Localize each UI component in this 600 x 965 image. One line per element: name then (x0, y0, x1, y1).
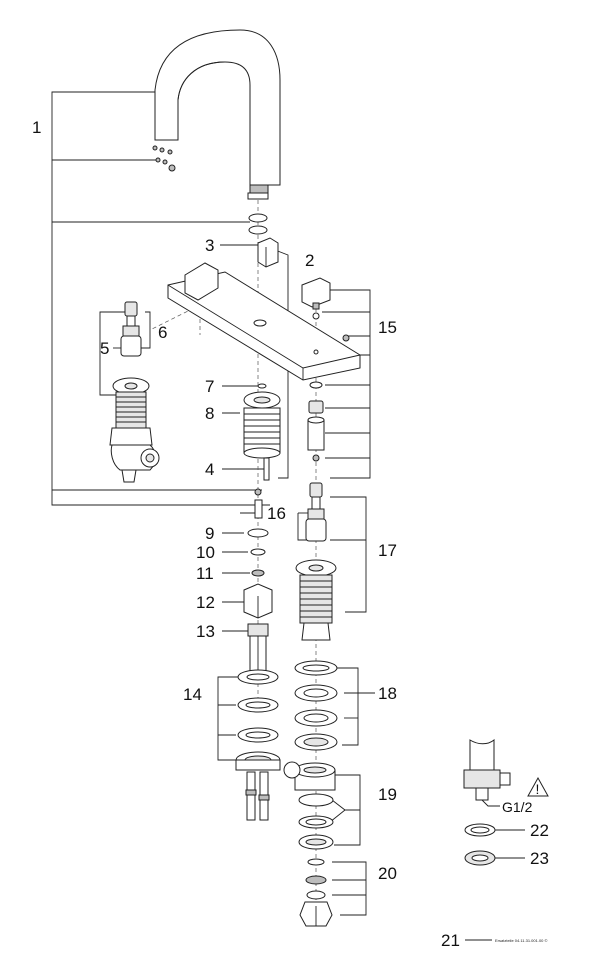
right-lever (301, 277, 350, 342)
callout-3: 3 (205, 236, 214, 255)
callout-8: 8 (205, 404, 214, 423)
footer-code: Ersatzteile 04.11.31.001.00 © (495, 938, 548, 943)
callout-12: 12 (196, 593, 215, 612)
callout-21: 21 (441, 931, 460, 950)
callout-14: 14 (183, 685, 202, 704)
callout-numbers: 1 2 3 4 5 6 7 8 9 10 11 12 13 14 15 16 1… (32, 118, 549, 950)
thread-label: G1/2 (502, 799, 533, 815)
connection-inset: ! G1/2 (463, 738, 549, 866)
callout-6: 6 (158, 323, 167, 342)
leader-lines (51, 91, 525, 941)
callout-22: 22 (530, 821, 549, 840)
spout-part (152, 29, 281, 200)
callout-10: 10 (196, 543, 215, 562)
center-stack (235, 383, 281, 821)
left-valve (109, 301, 160, 483)
callout-1: 1 (32, 118, 41, 137)
spout-washer-upper (248, 213, 268, 223)
spout-washer-lower (248, 225, 268, 235)
base-plate (167, 262, 361, 381)
warning-triangle-icon (527, 776, 549, 797)
callout-13: 13 (196, 622, 215, 641)
callout-5: 5 (100, 339, 109, 358)
warning-glyph: ! (536, 781, 540, 797)
callout-19: 19 (378, 785, 397, 804)
callout-17: 17 (378, 541, 397, 560)
callout-9: 9 (205, 524, 214, 543)
callout-15: 15 (378, 318, 397, 337)
callout-2: 2 (305, 251, 314, 270)
callout-11: 11 (196, 564, 214, 583)
screw-set (152, 145, 176, 172)
right-stack (283, 381, 338, 927)
callout-23: 23 (530, 849, 549, 868)
callout-16: 16 (267, 504, 286, 523)
callout-18: 18 (378, 684, 397, 703)
callout-7: 7 (205, 377, 214, 396)
handle-block (257, 237, 279, 268)
callout-4: 4 (205, 460, 214, 479)
callout-20: 20 (378, 864, 397, 883)
